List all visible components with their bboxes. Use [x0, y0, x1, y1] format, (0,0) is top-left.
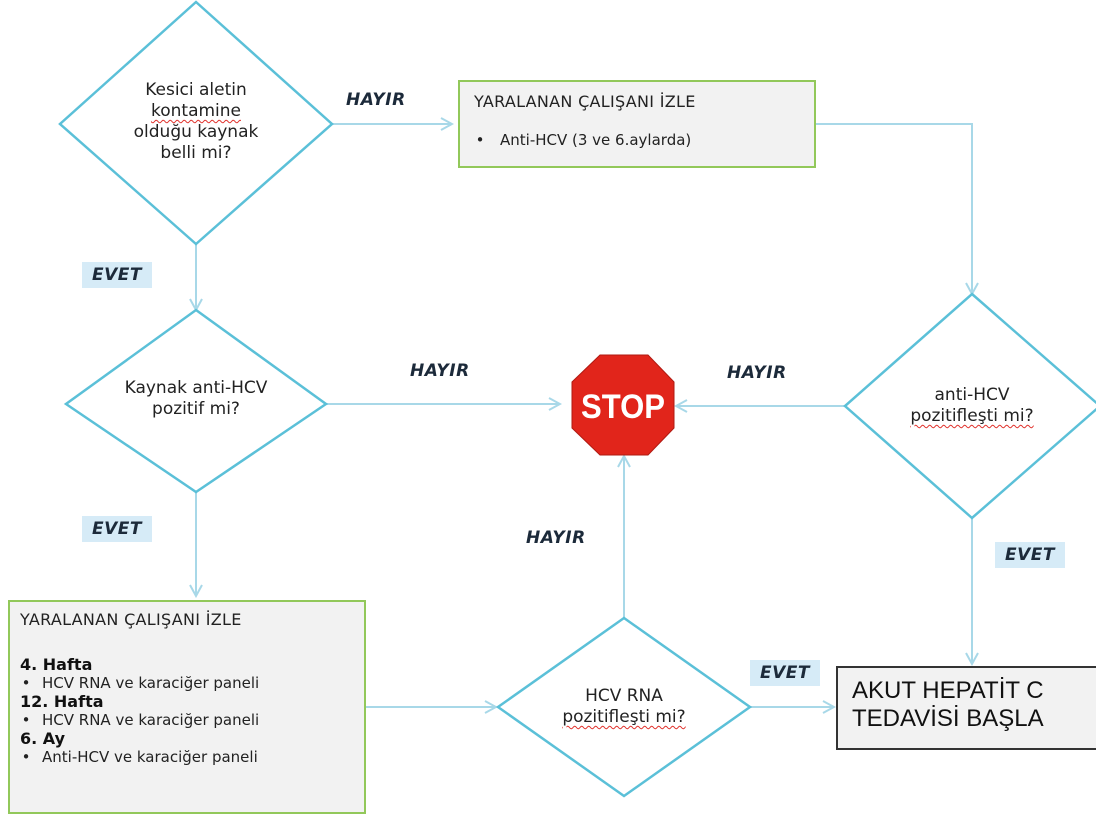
- label-yes-q4: EVET: [750, 660, 820, 686]
- label-no-q1: HAYIR: [346, 90, 406, 110]
- decision-line: kontamine: [150, 101, 241, 121]
- period-item: • HCV RNA ve karaciğer paneli: [20, 674, 354, 692]
- decision-line: HCV RNA: [585, 686, 663, 706]
- period-header: 4. Hafta: [20, 655, 93, 674]
- decision-text-rna-converted: HCV RNA pozitifleşti mi?: [534, 686, 714, 728]
- label-no-q4: HAYIR: [526, 528, 586, 548]
- period-item: • HCV RNA ve karaciğer paneli: [20, 711, 354, 729]
- final-action-box: AKUT HEPATİT C TEDAVİSİ BAŞLA: [836, 666, 1096, 750]
- monitor-box-bottom: YARALANAN ÇALIŞANI İZLE 4. Hafta • HCV R…: [8, 600, 366, 814]
- decision-diamond-source-known: [58, 0, 334, 246]
- decision-diamond-anti-hcv-converted: [843, 292, 1096, 520]
- period-item-text: HCV RNA ve karaciğer paneli: [42, 674, 260, 692]
- label-yes-q2: EVET: [82, 516, 152, 542]
- period-item-text: HCV RNA ve karaciğer paneli: [42, 711, 260, 729]
- decision-line: anti-HCV: [934, 385, 1010, 405]
- decision-line: pozitif mi?: [152, 399, 240, 419]
- decision-text-anti-hcv-converted: anti-HCV pozitifleşti mi?: [882, 385, 1062, 427]
- decision-line: pozitifleşti mi?: [562, 707, 686, 727]
- monitor-box-bottom-title: YARALANAN ÇALIŞANI İZLE: [20, 610, 242, 629]
- final-action-line: TEDAVİSİ BAŞLA: [852, 705, 1044, 732]
- stop-sign-text: STOP: [581, 388, 665, 426]
- decision-line: olduğu kaynak: [133, 122, 259, 142]
- decision-line: Kesici aletin: [145, 80, 247, 100]
- monitor-box-top-title: YARALANAN ÇALIŞANI İZLE: [474, 92, 696, 111]
- decision-diamond-source-positive: [63, 308, 329, 494]
- monitor-box-top: YARALANAN ÇALIŞANI İZLE • Anti-HCV (3 ve…: [458, 80, 816, 168]
- label-yes-q3: EVET: [995, 542, 1065, 568]
- monitor-box-top-item-text: Anti-HCV (3 ve 6.aylarda): [500, 131, 692, 149]
- decision-line: Kaynak anti-HCV: [124, 378, 268, 398]
- decision-text-source-known: Kesici aletin kontamine olduğu kaynak be…: [101, 80, 291, 164]
- period-item: • Anti-HCV ve karaciğer paneli: [20, 748, 354, 766]
- period-header: 12. Hafta: [20, 692, 104, 711]
- decision-text-source-positive: Kaynak anti-HCV pozitif mi?: [91, 378, 301, 420]
- monitor-box-top-item: • Anti-HCV (3 ve 6.aylarda): [474, 131, 800, 149]
- label-yes-q1: EVET: [82, 262, 152, 288]
- decision-diamond-rna-converted: [495, 616, 753, 798]
- stop-sign: STOP: [571, 354, 675, 456]
- bullet-icon: •: [21, 748, 31, 766]
- stop-sign-octagon: [571, 354, 675, 456]
- period-header: 6. Ay: [20, 729, 66, 748]
- decision-line: pozitifleşti mi?: [910, 406, 1034, 426]
- label-no-q3: HAYIR: [727, 363, 787, 383]
- bullet-icon: •: [21, 674, 31, 692]
- bullet-icon: •: [475, 131, 485, 149]
- connector-monitor-top-to-q3: [816, 123, 972, 294]
- label-no-q2: HAYIR: [410, 361, 470, 381]
- final-action-line: AKUT HEPATİT C: [852, 677, 1044, 704]
- decision-line: belli mi?: [160, 143, 232, 163]
- period-item-text: Anti-HCV ve karaciğer paneli: [42, 748, 258, 766]
- bullet-icon: •: [21, 711, 31, 729]
